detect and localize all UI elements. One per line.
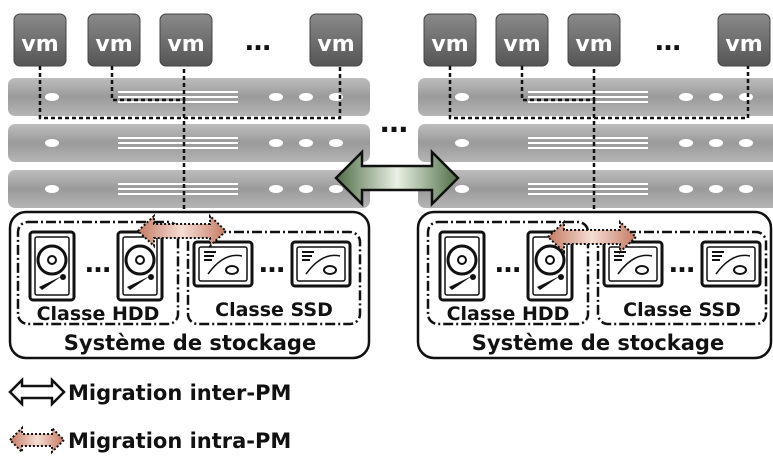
vm-label: vm (167, 32, 204, 57)
server-row (417, 77, 773, 117)
inter-pm-arrow-icon (8, 376, 66, 408)
ssd-class-group (596, 230, 768, 326)
storage-system-label: Système de stockage (472, 331, 724, 355)
right-vm-row: vm vm vm … vm (423, 13, 771, 67)
right-server-rack (417, 77, 773, 209)
legend-inter-pm: Migration inter-PM (8, 376, 291, 408)
ssd-ellipsis: … (669, 249, 695, 279)
legend-intra-pm-label: Migration intra-PM (68, 429, 291, 453)
ssd-icon (192, 240, 254, 288)
vm-label: vm (95, 32, 132, 57)
left-vm-row: vm vm vm … vm (13, 13, 363, 67)
hdd-ellipsis: … (85, 249, 111, 279)
vm-icon: vm (495, 13, 549, 67)
server-row (7, 169, 371, 209)
ssd-class-group (186, 230, 362, 326)
vm-icon: vm (87, 13, 141, 67)
left-storage-system: … … Classe HDD Classe SSD Système de sto… (8, 210, 371, 360)
ssd-class-label: Classe SSD (623, 299, 741, 321)
intra-pm-arrow-icon (8, 425, 66, 455)
vm-icon: vm (423, 13, 477, 67)
ssd-icon (602, 240, 664, 288)
server-row (7, 77, 371, 117)
vm-ellipsis: … (655, 27, 681, 57)
ssd-icon (700, 240, 762, 288)
server-row (417, 169, 773, 209)
vm-label: vm (575, 32, 612, 57)
vm-label: vm (431, 32, 468, 57)
ssd-class-label: Classe SSD (215, 299, 333, 321)
vm-label: vm (503, 32, 540, 57)
legend-intra-pm: Migration intra-PM (8, 425, 291, 455)
left-physical-machine: vm vm vm … vm (7, 13, 371, 360)
vm-icon: vm (717, 13, 771, 67)
hdd-icon (116, 230, 164, 302)
legend: Migration inter-PM Migration intra-PM (8, 376, 291, 455)
ssd-ellipsis: … (259, 249, 285, 279)
vm-icon: vm (567, 13, 621, 67)
server-row (7, 123, 371, 163)
right-physical-machine: vm vm vm … vm (416, 13, 773, 360)
hdd-class-label: Classe HDD (447, 303, 570, 325)
hdd-icon (28, 230, 76, 302)
hdd-ellipsis: … (495, 249, 521, 279)
vm-label: vm (725, 32, 762, 57)
vm-icon: vm (13, 13, 67, 67)
storage-system-label: Système de stockage (64, 331, 316, 355)
vm-label: vm (317, 32, 354, 57)
pm-ellipsis: … (380, 106, 408, 139)
left-server-rack (7, 77, 371, 209)
vm-icon: vm (309, 13, 363, 67)
inter-pm-migration-arrow (334, 148, 460, 208)
ssd-icon (290, 240, 352, 288)
intra-pm-migration-arrow (136, 213, 228, 249)
intra-pm-migration-arrow (546, 219, 638, 255)
vm-icon: vm (159, 13, 213, 67)
hdd-class-label: Classe HDD (37, 303, 160, 325)
vm-label: vm (21, 32, 58, 57)
legend-inter-pm-label: Migration inter-PM (68, 381, 291, 405)
server-row (417, 123, 773, 163)
hdd-icon (438, 230, 486, 302)
vm-ellipsis: … (245, 27, 271, 57)
right-storage-system: … … Classe HDD Classe SSD Système de sto… (416, 210, 773, 360)
